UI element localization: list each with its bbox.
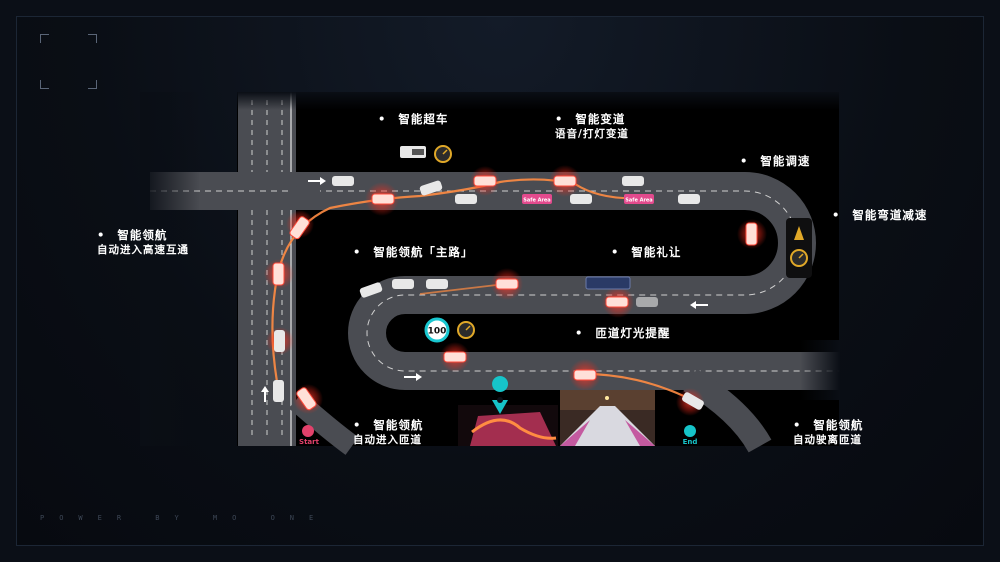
corner-bracket bbox=[88, 34, 97, 43]
feature-overtake: •智能超车 bbox=[378, 112, 449, 126]
feature-curve-decel: •智能弯道减速 bbox=[832, 208, 928, 222]
feature-nav-main: •智能领航「主路」 bbox=[353, 245, 474, 259]
map-panel bbox=[237, 92, 839, 446]
corner-bracket bbox=[88, 80, 97, 89]
svg-text:Start: Start bbox=[299, 438, 320, 446]
svg-text:End: End bbox=[683, 438, 698, 446]
direction-arrows bbox=[261, 177, 708, 402]
feature-ramp-light: •匝道灯光提醒 bbox=[575, 326, 671, 340]
svg-text:Safe Area: Safe Area bbox=[625, 198, 652, 204]
feature-nav-exit-ramp: •智能领航 自动驶离匝道 bbox=[793, 418, 864, 446]
safe-area-tags: Safe Area Safe Area bbox=[522, 194, 654, 204]
end-marker: End bbox=[683, 425, 698, 446]
svg-text:100: 100 bbox=[428, 327, 447, 337]
navigation-minimap bbox=[458, 376, 558, 446]
tunnel-camera-view bbox=[560, 390, 655, 446]
svg-text:Safe Area: Safe Area bbox=[523, 198, 550, 204]
corner-bracket bbox=[40, 80, 49, 89]
feature-nav-enter-ramp: •智能领航 自动进入匝道 bbox=[353, 418, 424, 446]
feature-lane-change: •智能变道 语音/打灯变道 bbox=[555, 112, 629, 140]
speed-limit-sign: 100 bbox=[424, 317, 475, 343]
feature-speed-adjust: •智能调速 bbox=[740, 154, 811, 168]
start-marker: Start bbox=[299, 425, 320, 446]
curve-speed-icon bbox=[786, 218, 812, 278]
corner-bracket bbox=[40, 34, 49, 43]
overtake-icon bbox=[400, 145, 452, 163]
vehicles bbox=[272, 175, 758, 411]
footer-watermark: POWER BY MO ONE bbox=[40, 514, 329, 522]
feature-nav-highway: •智能领航 自动进入高速互通 bbox=[97, 228, 189, 256]
feature-courtesy: •智能礼让 bbox=[611, 245, 682, 259]
